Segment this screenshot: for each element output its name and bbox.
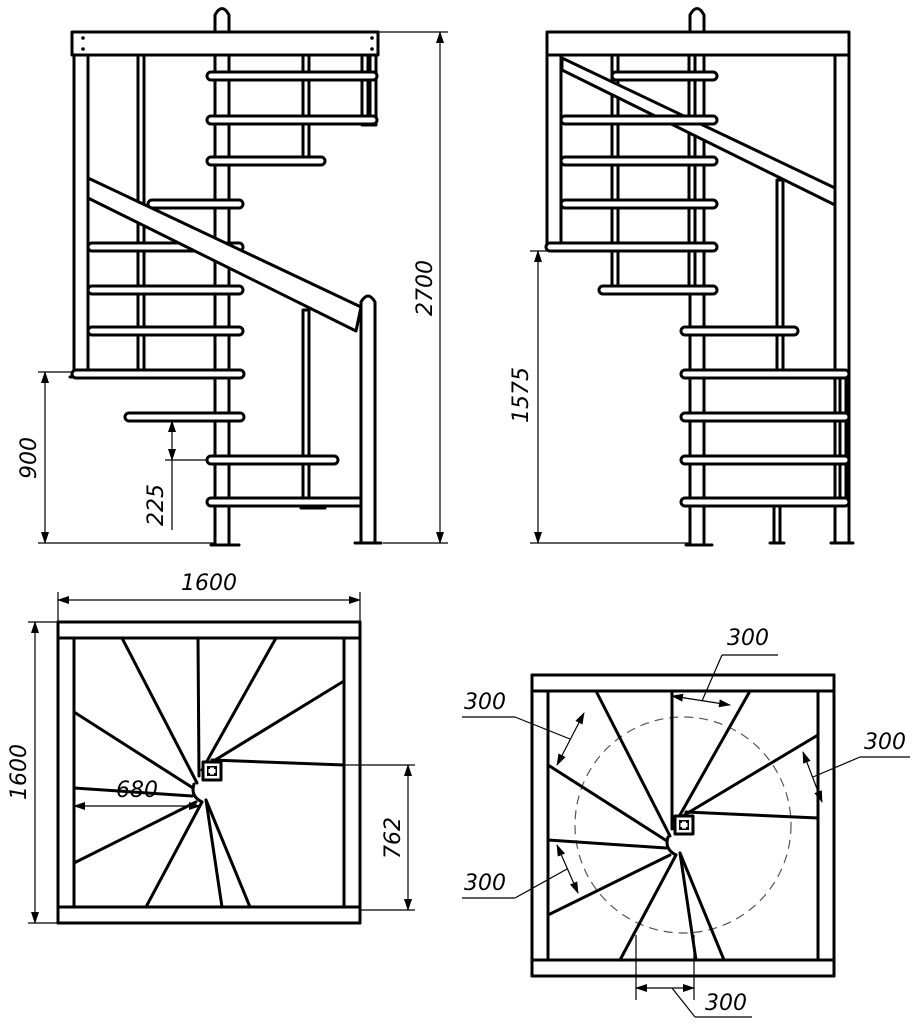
plan-view-right: 300 300 300 300 30	[462, 626, 910, 1018]
plan-column-right	[673, 814, 695, 836]
frame-post-left	[68, 30, 96, 379]
dim-label-tread-reach: 680	[116, 778, 158, 803]
dim-label-step-rise: 225	[144, 484, 169, 526]
dim-label-tread-depth-bottom: 300	[705, 991, 747, 1016]
front-elevation: 2700 900 225	[17, 7, 448, 547]
plan-view-left: 1600 1600 680 762	[7, 571, 415, 925]
dim-label-tread-depth-right: 300	[864, 730, 906, 755]
plan-treads-right	[546, 689, 820, 962]
dim-tread-depth-lower-left: 300	[462, 844, 579, 899]
dim-total-height: 2700	[378, 31, 448, 544]
dim-label-tread-depth-left: 300	[464, 690, 506, 715]
plan-column-left	[201, 760, 223, 782]
side-treads-upper	[544, 70, 719, 296]
dim-tread-depth-top: 300	[671, 626, 778, 708]
dim-label-plan-width: 1600	[181, 571, 237, 596]
front-treads-lower	[123, 411, 371, 510]
side-treads-lower	[679, 325, 851, 508]
dim-tread-depth-right: 300	[802, 730, 910, 803]
dim-label-tread-depth-top: 300	[727, 626, 769, 651]
side-elevation: 1575	[509, 7, 855, 547]
dim-landing-height: 900	[17, 371, 215, 544]
dim-upper-landing-height: 1575	[509, 250, 690, 544]
dim-tread-depth-bottom: 300	[635, 935, 752, 1018]
dim-label-plan-depth: 1600	[7, 744, 32, 800]
dim-step-rise: 225	[144, 420, 207, 530]
dim-plan-depth: 1600	[7, 621, 58, 924]
dim-label-center-offset: 762	[381, 817, 406, 859]
dim-plan-width: 1600	[57, 571, 361, 622]
dim-label-upper-landing-height: 1575	[509, 367, 534, 423]
front-treads-upper	[146, 70, 379, 210]
dim-center-offset: 762	[344, 764, 415, 911]
front-handrail	[86, 176, 383, 545]
side-handrail	[560, 56, 837, 207]
central-column	[209, 7, 241, 547]
walking-line-circle	[574, 716, 792, 934]
dim-label-total-height: 2700	[413, 260, 438, 316]
dim-tread-depth-left: 300	[462, 690, 585, 766]
plan-treads-left	[72, 636, 346, 909]
dim-tread-reach: 680	[73, 778, 201, 810]
side-balusters	[610, 53, 848, 545]
dim-label-landing-height: 900	[17, 437, 42, 479]
dim-label-tread-depth-lower-left: 300	[464, 871, 506, 896]
top-landing-beam	[70, 30, 380, 57]
